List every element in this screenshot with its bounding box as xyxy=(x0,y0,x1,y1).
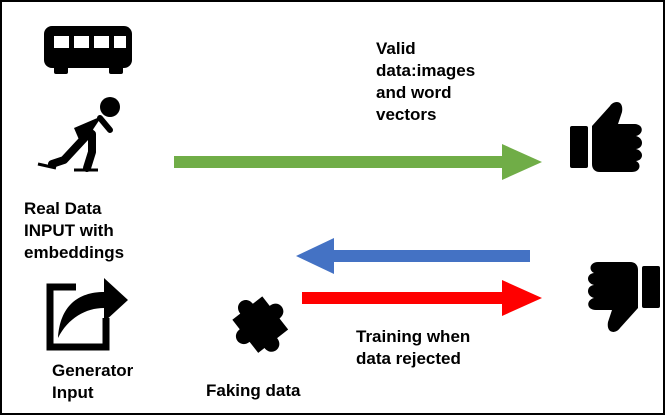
skater-icon xyxy=(37,97,120,172)
real-data-label: Real Data INPUT with embeddings xyxy=(24,199,125,262)
training-rejected-label: Training when data rejected xyxy=(356,327,471,368)
thumbs-down-icon xyxy=(588,262,660,332)
valid-data-label: Valid data:images and word vectors xyxy=(376,39,476,124)
green-arrow xyxy=(174,144,542,180)
puzzle-piece-icon xyxy=(232,296,289,353)
generator-input-label: Generator Input xyxy=(52,361,134,402)
thumbs-up-icon xyxy=(570,102,642,172)
blue-arrow xyxy=(296,238,530,274)
faking-data-label: Faking data xyxy=(206,381,301,400)
share-arrow-icon xyxy=(46,278,128,351)
bus-icon xyxy=(44,26,132,74)
red-arrow xyxy=(302,280,542,316)
